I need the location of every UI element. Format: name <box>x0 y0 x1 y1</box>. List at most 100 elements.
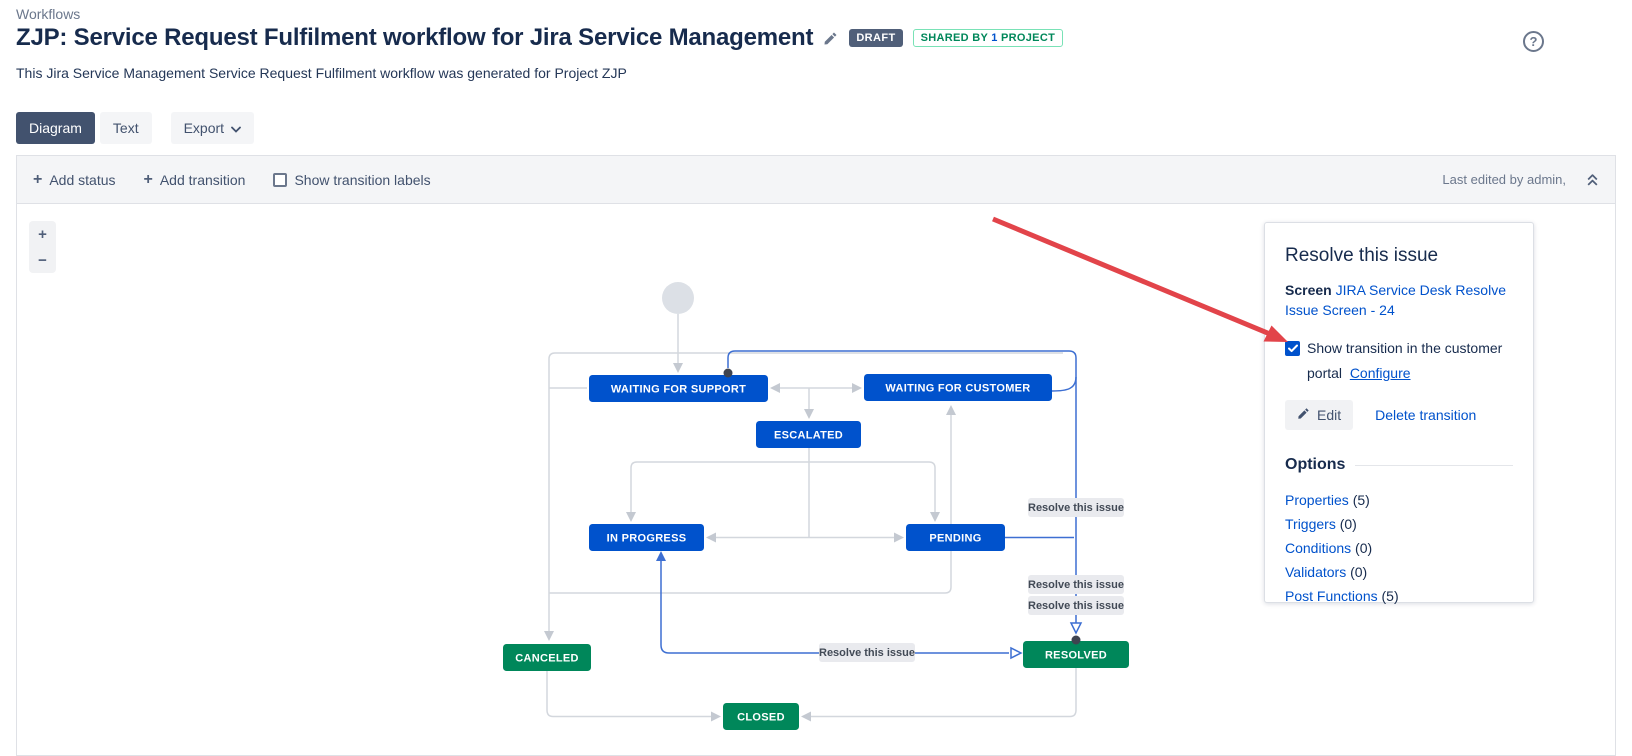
connector-canceled-closed <box>546 671 717 718</box>
arrowhead <box>770 383 780 393</box>
show-transition-labels-toggle[interactable]: Show transition labels <box>273 172 431 188</box>
connector-outer-top <box>548 352 1063 360</box>
show-in-portal-checkbox[interactable] <box>1285 341 1300 356</box>
transition-label[interactable]: Resolve this issue <box>1028 596 1124 615</box>
arrowhead <box>1010 646 1023 660</box>
selected-transition-path[interactable] <box>727 350 1077 623</box>
connector-bottom-loop <box>549 413 952 594</box>
edit-title-pencil-icon[interactable] <box>823 30 839 46</box>
status-node-waiting-for-support[interactable]: WAITING FOR SUPPORT <box>589 375 768 402</box>
collapse-toolbar-icon[interactable] <box>1586 173 1599 186</box>
transition-endpoint-dot[interactable] <box>723 368 733 378</box>
plus-icon: + <box>143 170 153 188</box>
status-node-waiting-for-customer[interactable]: WAITING FOR CUSTOMER <box>864 374 1052 401</box>
options-header: Options <box>1285 456 1513 474</box>
add-status-button[interactable]: + Add status <box>33 170 116 188</box>
tab-diagram[interactable]: Diagram <box>16 112 95 144</box>
shared-by-badge[interactable]: SHARED BY 1 PROJECT <box>912 29 1064 47</box>
help-icon[interactable]: ? <box>1523 31 1544 52</box>
options-list: Properties (5) Triggers (0) Conditions (… <box>1285 488 1513 608</box>
arrowhead <box>894 532 904 543</box>
status-node-resolved[interactable]: RESOLVED <box>1023 641 1129 668</box>
svg-text:WAITING FOR CUSTOMER: WAITING FOR CUSTOMER <box>885 383 1030 395</box>
screen-label: Screen <box>1285 282 1332 298</box>
zoom-in-button[interactable]: + <box>38 225 47 243</box>
portal-visibility-row: Show transition in the customer portal C… <box>1285 336 1525 386</box>
export-menu-button[interactable]: Export <box>170 112 255 144</box>
arrowhead <box>804 409 814 419</box>
post-functions-link[interactable]: Post Functions <box>1285 588 1378 604</box>
selected-transition-branch-wfc[interactable] <box>1051 376 1077 392</box>
options-title: Options <box>1285 456 1346 473</box>
validators-link[interactable]: Validators <box>1285 564 1347 580</box>
zoom-out-button[interactable]: − <box>38 251 47 269</box>
conditions-link[interactable]: Conditions <box>1285 540 1352 556</box>
arrowhead <box>1069 622 1083 635</box>
plus-icon: + <box>33 170 43 188</box>
add-transition-button[interactable]: + Add transition <box>143 170 246 188</box>
divider <box>1355 464 1513 466</box>
arrowhead <box>946 405 956 415</box>
screen-link[interactable]: JIRA Service Desk Resolve Issue Screen -… <box>1285 282 1506 318</box>
transition-endpoint-dot[interactable] <box>1071 635 1081 645</box>
selected-transition-branch-inprogress[interactable] <box>660 561 1009 654</box>
status-node-closed[interactable]: CLOSED <box>723 703 799 730</box>
page-title: ZJP: Service Request Fulfilment workflow… <box>16 24 814 51</box>
last-edited-text: Last edited by admin, <box>1442 172 1566 187</box>
panel-actions: Edit Delete transition <box>1285 400 1513 430</box>
transition-properties-panel: Resolve this issue Screen JIRA Service D… <box>1264 222 1534 604</box>
workflow-description: This Jira Service Management Service Req… <box>16 65 627 81</box>
breadcrumb[interactable]: Workflows <box>16 6 81 22</box>
title-row: ZJP: Service Request Fulfilment workflow… <box>16 24 1064 52</box>
svg-text:Resolve this issue: Resolve this issue <box>1028 502 1124 514</box>
transition-label[interactable]: Resolve this issue <box>819 643 915 662</box>
properties-link[interactable]: Properties <box>1285 492 1349 508</box>
screen-row: Screen JIRA Service Desk Resolve Issue S… <box>1285 280 1517 320</box>
panel-title: Resolve this issue <box>1285 245 1439 266</box>
view-tabs: Diagram Text Export <box>16 112 255 144</box>
zoom-control: + − <box>29 221 56 273</box>
portal-checkbox-label: Show transition in the customer portal <box>1307 340 1503 381</box>
status-node-escalated[interactable]: ESCALATED <box>756 421 861 448</box>
svg-text:CLOSED: CLOSED <box>737 712 785 724</box>
transition-label[interactable]: Resolve this issue <box>1028 575 1124 594</box>
svg-text:IN PROGRESS: IN PROGRESS <box>607 533 687 545</box>
arrowhead <box>852 383 862 393</box>
arrowhead <box>626 512 636 522</box>
svg-text:WAITING FOR SUPPORT: WAITING FOR SUPPORT <box>611 384 746 396</box>
svg-text:Resolve this issue: Resolve this issue <box>819 647 915 659</box>
initial-status-node[interactable] <box>662 282 694 314</box>
pencil-icon <box>1297 407 1310 423</box>
configure-link[interactable]: Configure <box>1349 365 1411 381</box>
connector-resolved-closed <box>805 668 1077 718</box>
list-item: Conditions (0) <box>1285 540 1373 556</box>
draft-badge: DRAFT <box>849 29 903 47</box>
list-item: Post Functions (5) <box>1285 588 1399 604</box>
arrowhead <box>673 363 683 373</box>
svg-text:Resolve this issue: Resolve this issue <box>1028 579 1124 591</box>
show-transition-labels-checkbox[interactable] <box>273 172 288 187</box>
arrowhead <box>544 631 554 641</box>
arrowhead <box>930 512 940 522</box>
svg-text:RESOLVED: RESOLVED <box>1045 650 1107 662</box>
workflow-diagram-canvas[interactable]: Resolve this issue Resolve this issue Re… <box>17 204 1615 756</box>
connector-split <box>630 461 936 512</box>
status-node-pending[interactable]: PENDING <box>906 524 1005 551</box>
svg-text:PENDING: PENDING <box>929 533 981 545</box>
diagram-toolbar: + Add status + Add transition Show trans… <box>17 156 1615 204</box>
svg-text:ESCALATED: ESCALATED <box>774 430 843 442</box>
delete-transition-link[interactable]: Delete transition <box>1375 407 1477 423</box>
list-item: Validators (0) <box>1285 564 1368 580</box>
edit-transition-button[interactable]: Edit <box>1285 400 1354 430</box>
transition-label[interactable]: Resolve this issue <box>1028 498 1124 517</box>
triggers-link[interactable]: Triggers <box>1285 516 1336 532</box>
status-node-canceled[interactable]: CANCELED <box>503 644 591 671</box>
status-node-in-progress[interactable]: IN PROGRESS <box>589 524 704 551</box>
chevron-down-icon <box>231 120 241 136</box>
tab-text[interactable]: Text <box>99 112 152 144</box>
arrowhead <box>656 551 666 561</box>
arrowhead <box>706 532 716 543</box>
arrowhead <box>801 711 811 722</box>
svg-text:Resolve this issue: Resolve this issue <box>1028 600 1124 612</box>
